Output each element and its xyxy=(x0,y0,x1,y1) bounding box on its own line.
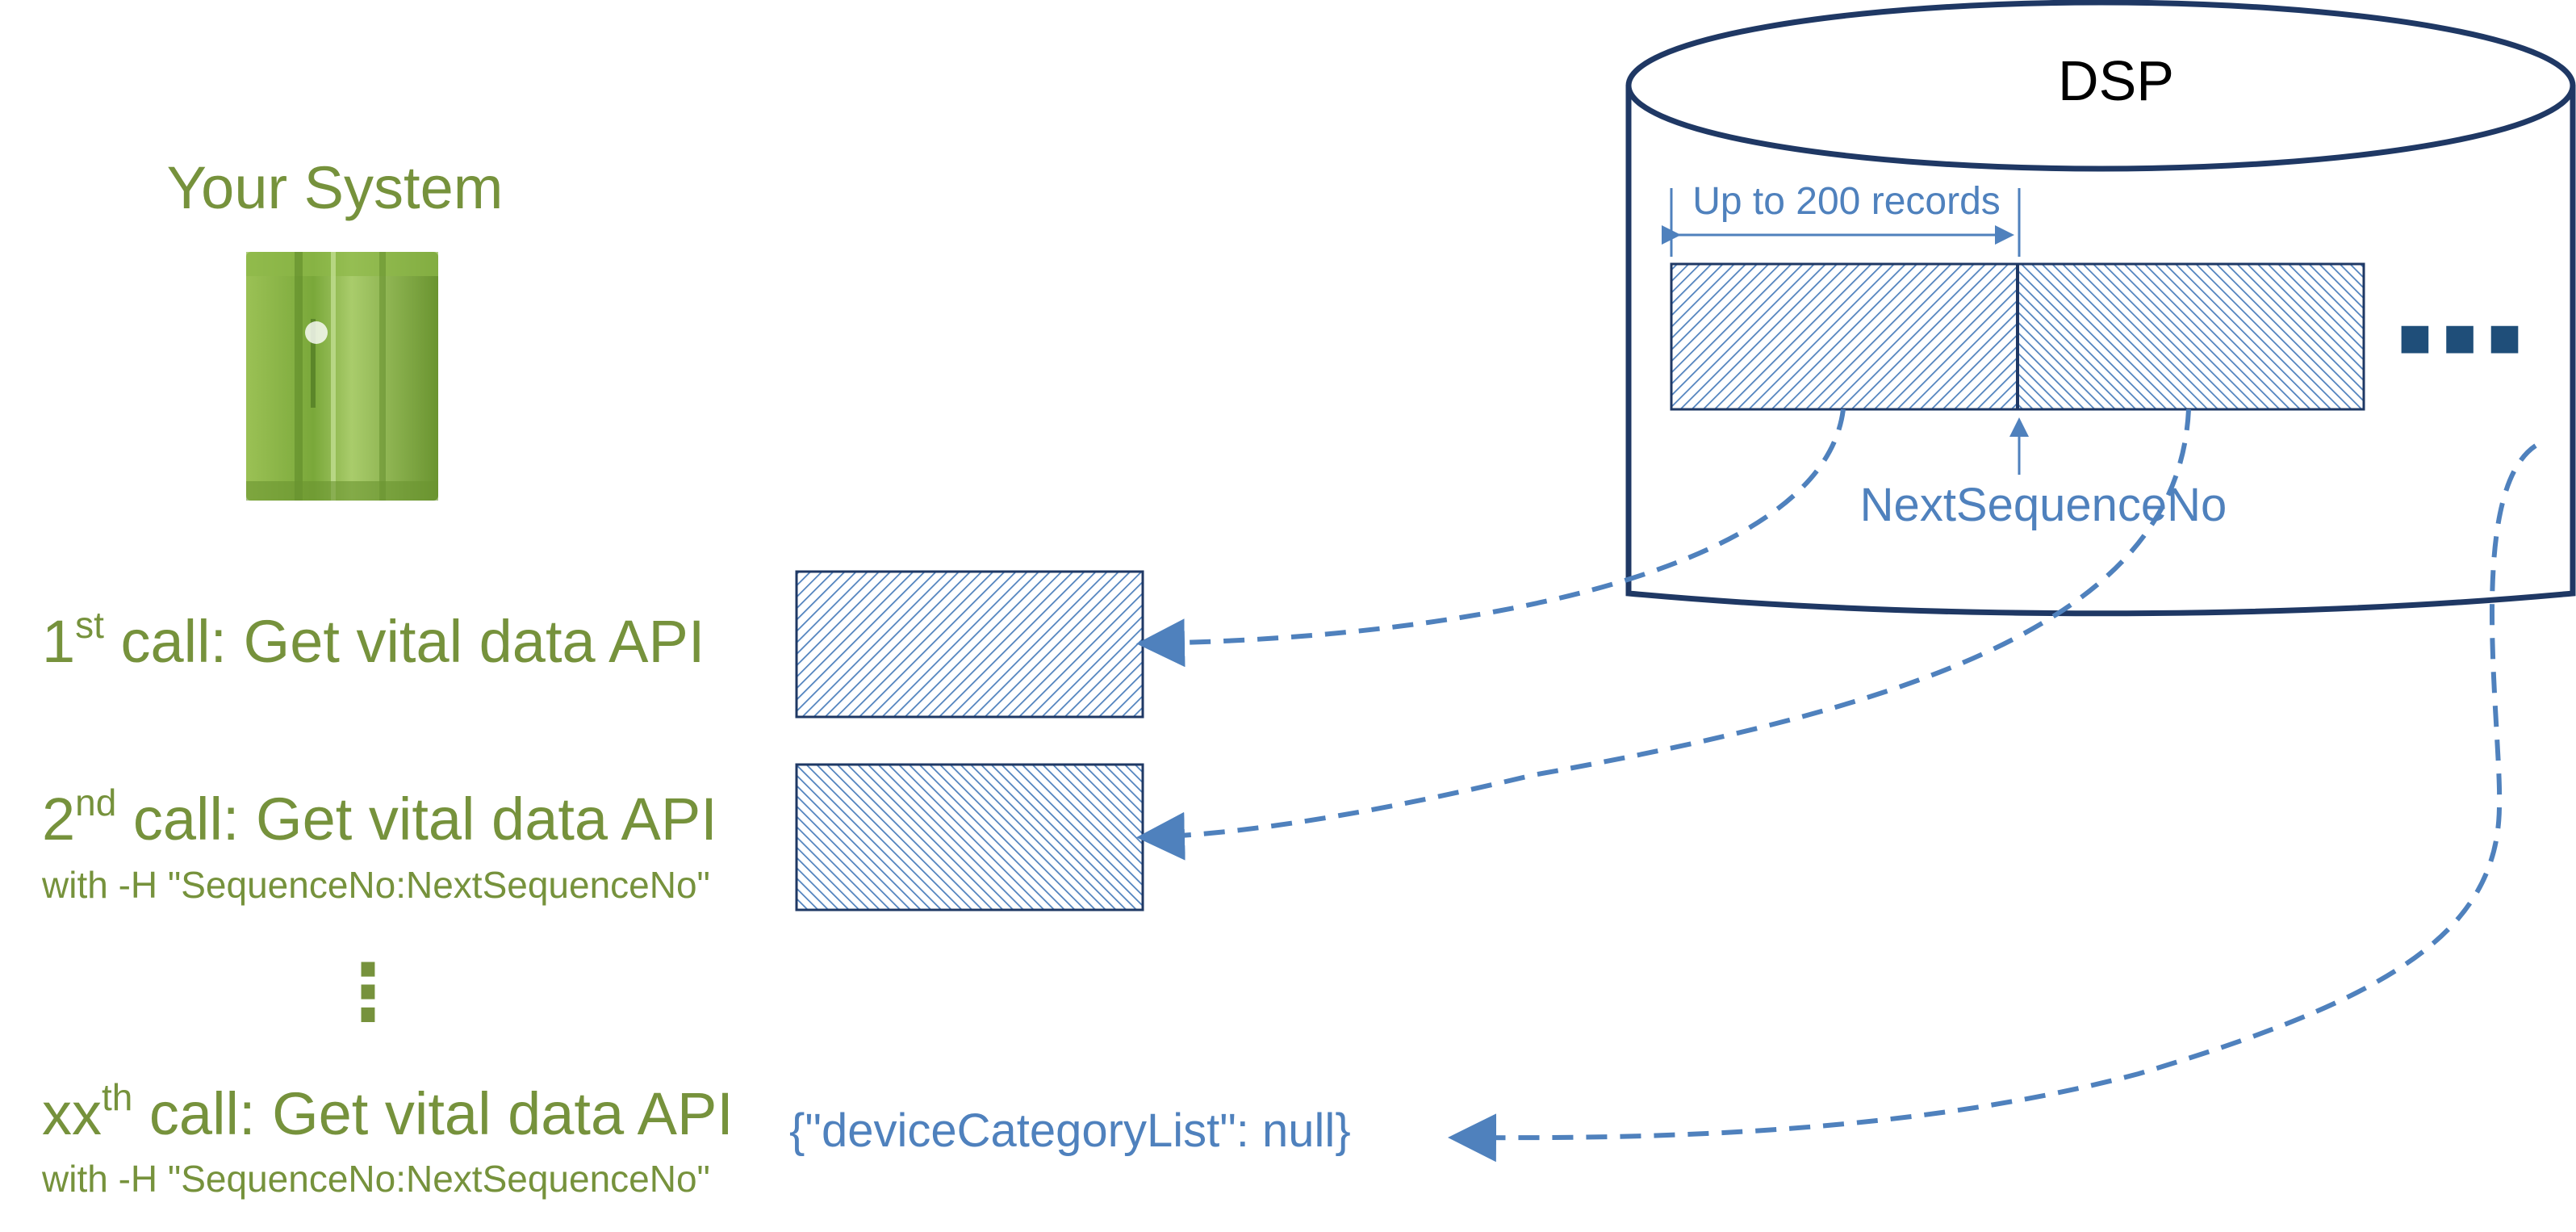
server-icon xyxy=(246,252,438,501)
range-measure xyxy=(1662,188,2021,257)
call-2: 2nd call: Get vital data API xyxy=(42,782,717,853)
call-1-label: call: Get vital data API xyxy=(104,608,705,675)
retrieved-block-1 xyxy=(795,570,1144,719)
call-3-ordinal: th xyxy=(102,1076,132,1118)
call-3-prefix: xx xyxy=(42,1080,102,1147)
next-label: NextSequenceNo xyxy=(1860,479,2227,531)
null-response: {"deviceCategoryList": null} xyxy=(789,1104,1351,1157)
call-1: 1st call: Get vital data API xyxy=(42,604,705,675)
more-indicator: ■ ■ ■ xyxy=(2398,316,2522,358)
call-2-prefix: 2 xyxy=(42,786,75,853)
arrow-call-2 xyxy=(1136,409,2191,861)
arrow-call-1 xyxy=(1136,409,1846,668)
record-block-1 xyxy=(1670,262,2019,411)
arrow-call-xx xyxy=(1448,443,2537,1163)
system-title: Your System xyxy=(167,154,504,221)
call-2-sub: with -H "SequenceNo:NextSequenceNo" xyxy=(41,864,710,906)
record-block-2 xyxy=(2016,262,2365,411)
call-1-ordinal: st xyxy=(75,604,104,646)
call-3-label: call: Get vital data API xyxy=(132,1080,733,1147)
call-3-sub: with -H "SequenceNo:NextSequenceNo" xyxy=(41,1158,710,1200)
call-1-prefix: 1 xyxy=(42,608,75,675)
call-3: xxth call: Get vital data API xyxy=(42,1076,734,1147)
call-2-ordinal: nd xyxy=(75,782,116,823)
retrieved-block-2 xyxy=(795,763,1144,911)
vertical-ellipsis: ⋮ xyxy=(329,949,407,1036)
call-2-label: call: Get vital data API xyxy=(116,786,717,853)
range-label: Up to 200 records xyxy=(1692,180,2001,223)
dsp-title: DSP xyxy=(2058,49,2174,112)
